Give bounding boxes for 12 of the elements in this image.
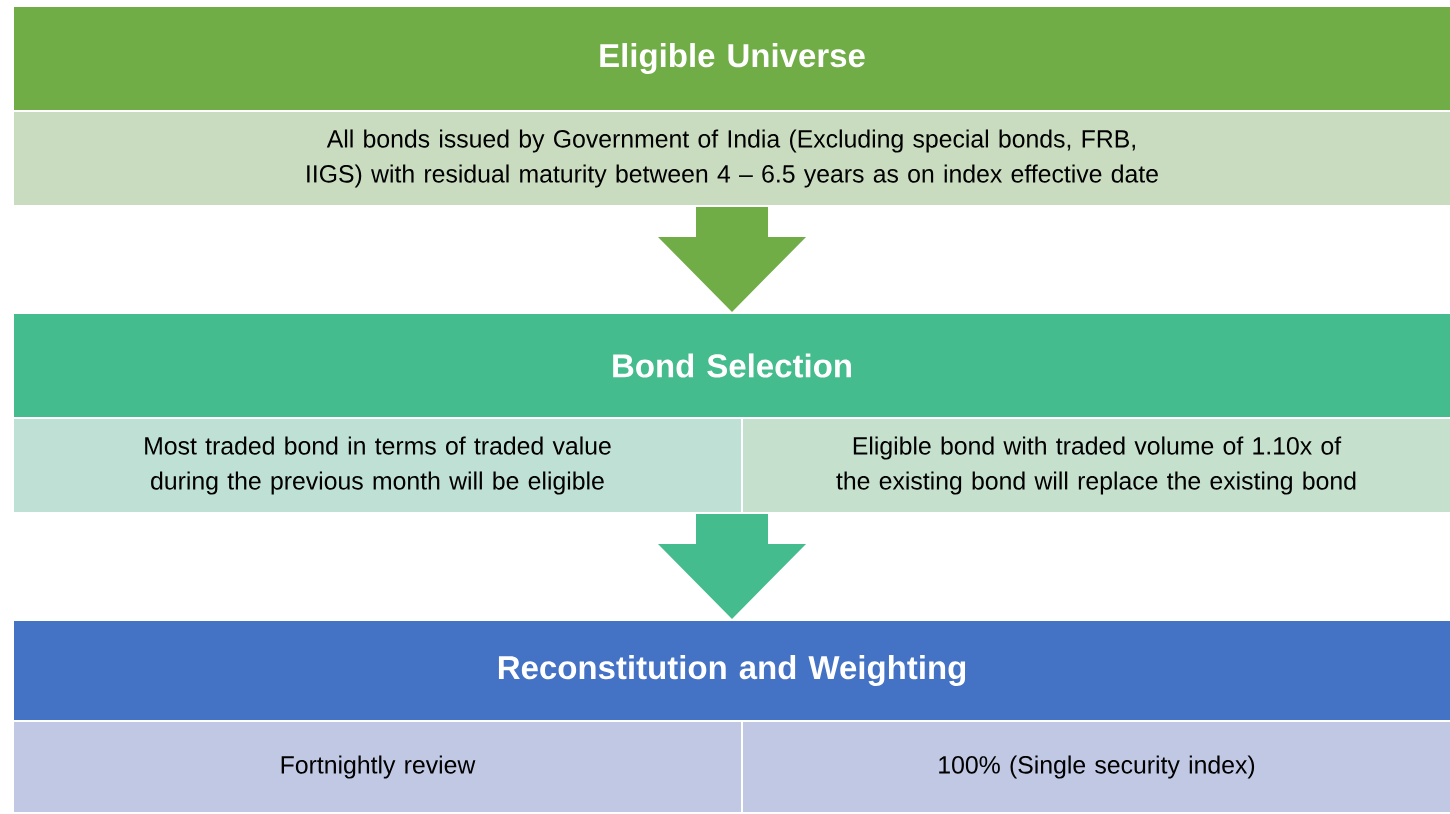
node-label: 100% (Single security index) bbox=[939, 755, 1255, 779]
node-label: Fortnightly review bbox=[281, 755, 476, 779]
criteria-cell: Fortnightly review bbox=[12, 720, 743, 814]
criteria-cell: Most traded bond in terms of traded value during the previous month will be eligible bbox=[12, 417, 743, 514]
criteria-cell: 100% (Single security index) bbox=[741, 720, 1450, 814]
section-header: Bond Selection bbox=[12, 312, 1450, 419]
block-arrow bbox=[658, 207, 806, 312]
criteria-cell: Eligible bond with traded volume of 1.10x of the existing bond will replace the existing bond bbox=[741, 417, 1450, 514]
section-header: Reconstitution and Weighting bbox=[12, 619, 1450, 722]
criteria-cell: All bonds issued by Government of India (Excluding special bonds, FRB, IIGS) with residual maturity between 4 – 6.5 years as on index effective date bbox=[12, 110, 1450, 207]
block-arrow bbox=[658, 514, 806, 619]
section-header: Eligible Universe bbox=[12, 5, 1450, 112]
